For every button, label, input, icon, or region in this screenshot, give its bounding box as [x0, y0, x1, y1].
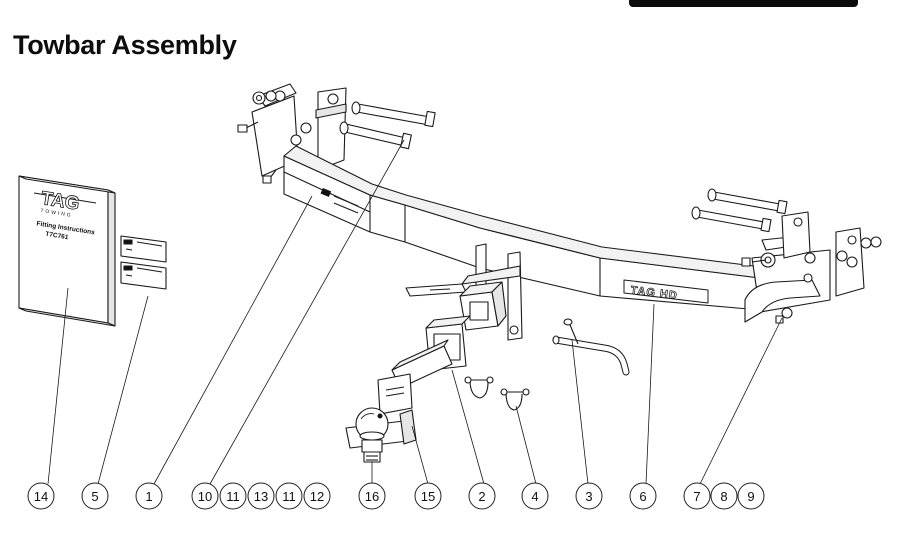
svg-text:13: 13: [254, 489, 268, 504]
callout-15: 15: [414, 482, 442, 510]
svg-text:12: 12: [310, 489, 324, 504]
rating-labels: [120, 235, 167, 290]
svg-text:11: 11: [226, 489, 240, 504]
shackle-right: [500, 388, 530, 411]
svg-text:16: 16: [365, 489, 379, 504]
fitting-instructions-booklet: [18, 175, 116, 327]
callout-6: 6: [629, 482, 657, 510]
receiver-hitch: [405, 243, 523, 341]
callout-14: 14: [27, 482, 55, 510]
callout-10: 10: [191, 482, 219, 510]
svg-text:4: 4: [531, 489, 538, 504]
booklet-brand-sub: TOWING: [40, 208, 73, 219]
callout-7: 7: [683, 482, 711, 510]
callout-12: 12: [303, 482, 331, 510]
right-long-bolts: [691, 188, 788, 233]
svg-text:9: 9: [747, 489, 754, 504]
svg-text:7: 7: [693, 489, 700, 504]
tow-ball: [355, 407, 389, 463]
svg-text:3: 3: [585, 489, 592, 504]
callout-2: 2: [468, 482, 496, 510]
svg-text:10: 10: [198, 489, 212, 504]
booklet-line2: T7C761: [45, 231, 69, 242]
callout-4: 4: [521, 482, 549, 510]
svg-text:1: 1: [145, 489, 152, 504]
crossbar: [283, 145, 771, 311]
page-title: Towbar Assembly: [13, 30, 237, 60]
svg-text:6: 6: [639, 489, 646, 504]
hitch-pin: [552, 318, 630, 376]
leader-lines: [47, 139, 783, 485]
svg-text:2: 2: [478, 489, 485, 504]
callout-5: 5: [81, 482, 109, 510]
svg-text:8: 8: [720, 489, 727, 504]
svg-text:14: 14: [34, 489, 48, 504]
svg-text:11: 11: [282, 489, 296, 504]
callout-9: 9: [737, 482, 765, 510]
top-black-bar: [629, 0, 858, 7]
svg-text:5: 5: [91, 489, 98, 504]
shackle-left: [464, 376, 494, 399]
svg-text:15: 15: [421, 489, 435, 504]
left-long-bolts: [339, 101, 436, 150]
callout-8: 8: [710, 482, 738, 510]
callout-13: 13: [247, 482, 275, 510]
callout-16: 16: [358, 482, 386, 510]
callout-11-b: 11: [275, 482, 303, 510]
right-mounting-bracket: [741, 211, 882, 324]
callout-3: 3: [575, 482, 603, 510]
callout-1: 1: [135, 482, 163, 510]
callout-11-a: 11: [219, 482, 247, 510]
